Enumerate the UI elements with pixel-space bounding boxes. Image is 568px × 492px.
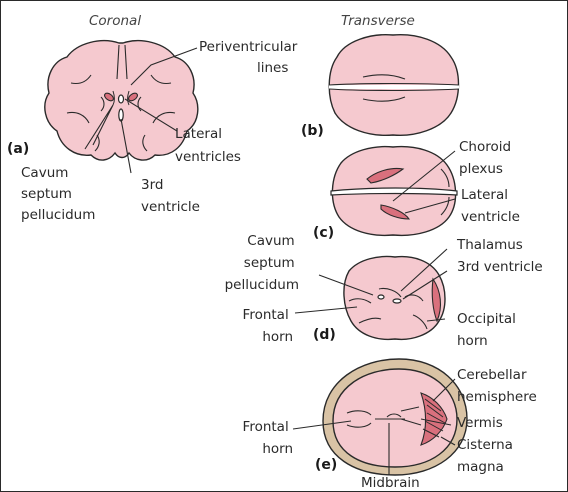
- label-frontal-horn-e: Frontal horn: [243, 419, 293, 457]
- label-cerebellar-hemisphere: Cerebellar hemisphere: [457, 367, 537, 405]
- transverse-brain-e: [323, 359, 467, 475]
- label-periventricular-lines: Periventricular lines: [199, 39, 302, 76]
- transverse-brain-b: [329, 35, 459, 136]
- label-frontal-horn-d: Frontal horn: [243, 307, 293, 345]
- label-occipital-horn: Occipital horn: [457, 311, 520, 349]
- label-cavum-septum-pellucidum-a: Cavum septum pellucidum: [21, 165, 95, 223]
- transverse-brain-d: [344, 257, 445, 340]
- panel-label-c: (c): [313, 225, 334, 241]
- label-vermis: Vermis: [457, 415, 503, 431]
- coronal-brain-a: [45, 41, 198, 160]
- panel-label-d: (d): [313, 327, 336, 343]
- title-transverse: Transverse: [341, 13, 415, 29]
- panel-label-a: (a): [7, 141, 29, 157]
- label-third-ventricle-a: 3rd ventricle: [141, 177, 200, 215]
- transverse-brain-c: [331, 147, 457, 236]
- label-lateral-ventricles-a: Lateral ventricles: [175, 126, 241, 165]
- label-midbrain: Midbrain: [361, 475, 420, 491]
- label-cavum-septum-pellucidum-d: Cavum septum pellucidum: [225, 233, 299, 293]
- label-cisterna-magna: Cisterna magna: [457, 437, 517, 475]
- panel-label-e: (e): [315, 457, 337, 473]
- title-coronal: Coronal: [89, 13, 141, 29]
- label-third-ventricle-d: 3rd ventricle: [457, 259, 543, 275]
- label-choroid-plexus: Choroid plexus: [459, 139, 515, 177]
- panel-label-b: (b): [301, 123, 324, 139]
- label-thalamus: Thalamus: [456, 237, 523, 253]
- label-lateral-ventricle-c: Lateral ventricle: [461, 187, 520, 225]
